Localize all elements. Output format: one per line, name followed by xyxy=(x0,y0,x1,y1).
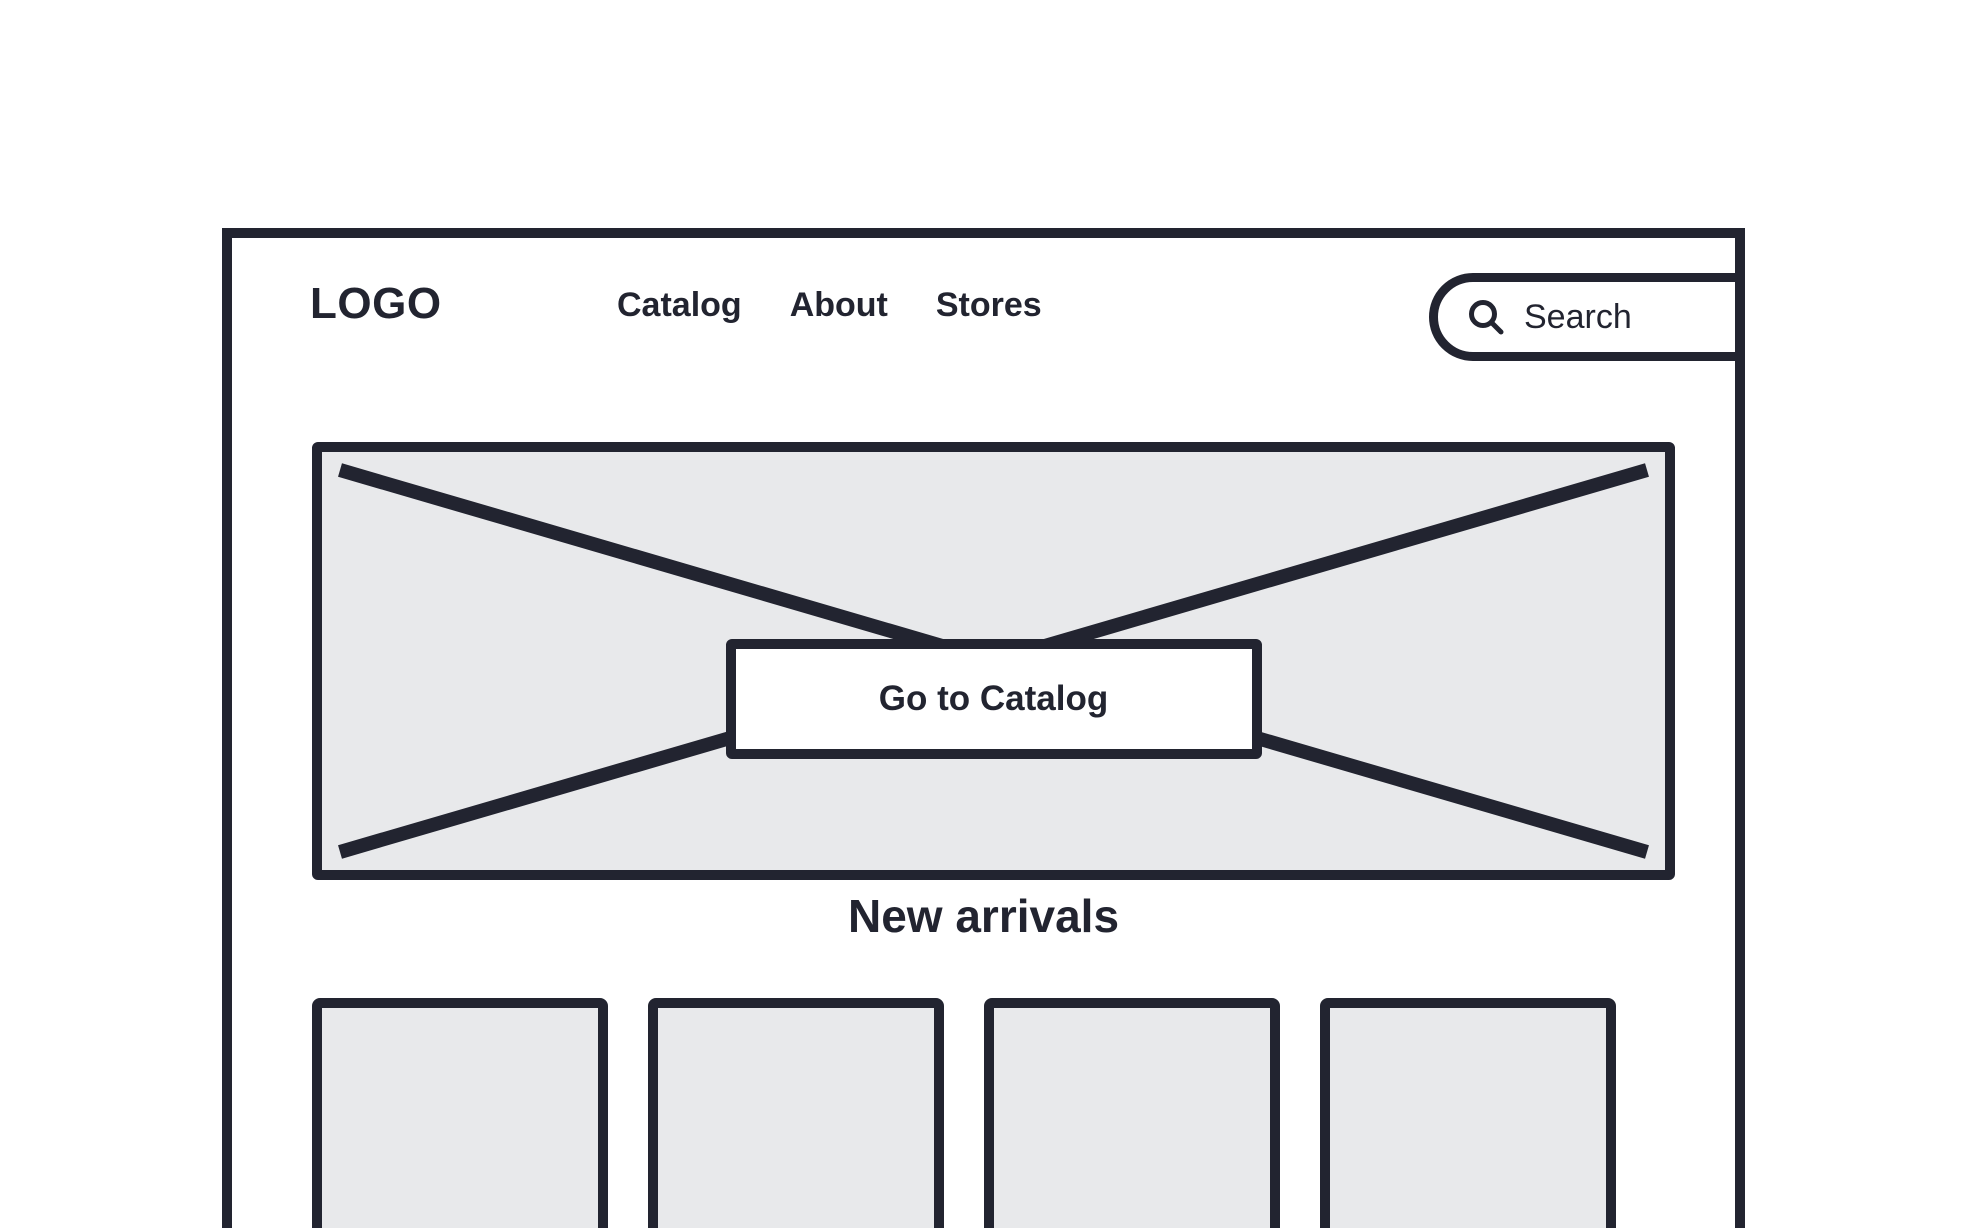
nav-link-catalog[interactable]: Catalog xyxy=(617,286,742,324)
search-input[interactable]: Search xyxy=(1429,273,1735,361)
logo[interactable]: LOGO xyxy=(310,279,442,328)
search-placeholder: Search xyxy=(1524,298,1632,336)
nav-link-about[interactable]: About xyxy=(789,286,888,324)
go-to-catalog-button[interactable]: Go to Catalog xyxy=(725,639,1262,759)
product-card-2[interactable] xyxy=(648,998,944,1228)
primary-nav: Catalog About Stores xyxy=(617,288,1042,322)
new-arrivals-card-row xyxy=(312,998,1675,1228)
site-header: LOGO Catalog About Stores Search xyxy=(232,238,1735,398)
hero-image-placeholder[interactable]: Go to Catalog xyxy=(312,442,1675,880)
product-card-1[interactable] xyxy=(312,998,608,1228)
wireframe-canvas: LOGO Catalog About Stores Search xyxy=(222,228,1745,1228)
search-icon xyxy=(1469,300,1504,335)
product-card-3[interactable] xyxy=(984,998,1280,1228)
section-title-new-arrivals: New arrivals xyxy=(847,890,1120,942)
nav-link-stores[interactable]: Stores xyxy=(935,286,1042,324)
page-frame: LOGO Catalog About Stores Search xyxy=(222,228,1745,1228)
product-card-4[interactable] xyxy=(1320,998,1616,1228)
